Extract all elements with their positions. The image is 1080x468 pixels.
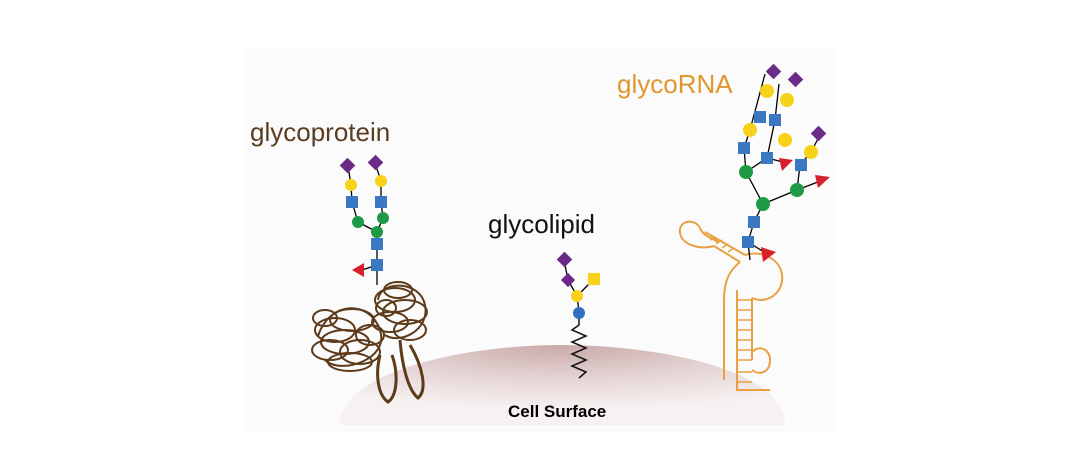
fucose-triangle-icon — [815, 175, 830, 188]
fucose-triangle-icon — [352, 263, 364, 277]
glcnac-square-icon — [738, 142, 750, 154]
galactose-circle-icon — [571, 290, 583, 302]
glycoprotein-structure — [311, 154, 428, 404]
glycorna-label: glycoRNA — [617, 69, 733, 99]
galactose-circle-icon — [375, 175, 387, 187]
sialic-acid-diamond-icon — [556, 251, 573, 268]
galactose-circle-icon — [804, 145, 818, 159]
rna-central-loop — [744, 252, 784, 301]
lipid-tail — [570, 318, 588, 379]
glucose-circle-icon — [573, 307, 585, 319]
glcnac-square-icon — [371, 238, 383, 250]
rna-loop-bottom — [751, 347, 772, 374]
cell-surface-label: Cell Surface — [508, 402, 607, 421]
protein-coil-right — [371, 281, 428, 341]
rna-stem-upper-right — [704, 231, 746, 256]
sialic-acid-diamond-icon — [367, 154, 384, 171]
mannose-circle-icon — [790, 183, 804, 197]
protein-coil-left — [311, 307, 385, 372]
galactose-circle-icon — [780, 93, 794, 107]
glcnac-square-icon — [742, 236, 754, 248]
rna-left-strand — [723, 261, 741, 380]
glcnac-square-icon — [371, 259, 383, 271]
mannose-circle-icon — [739, 165, 753, 179]
glycoprotein-label: glycoprotein — [250, 117, 391, 147]
mannose-circle-icon — [371, 226, 383, 238]
glycolipid-label: glycolipid — [488, 209, 595, 239]
glcnac-square-icon — [346, 196, 358, 208]
sialic-acid-diamond-icon — [560, 272, 576, 288]
sialic-acid-diamond-icon — [339, 157, 356, 174]
glcnac-square-icon — [795, 159, 807, 171]
galactose-square-icon — [588, 273, 600, 285]
galactose-circle-icon — [743, 123, 757, 137]
fucose-triangle-icon — [761, 247, 776, 262]
galactose-circle-icon — [760, 84, 774, 98]
cell-surface — [340, 345, 785, 425]
mannose-circle-icon — [377, 212, 389, 224]
glycorna-structure — [678, 63, 830, 391]
glcnac-square-icon — [754, 111, 766, 123]
mannose-circle-icon — [756, 197, 770, 211]
fucose-triangle-icon — [779, 158, 793, 171]
glcnac-square-icon — [761, 152, 773, 164]
galactose-circle-icon — [345, 179, 357, 191]
mannose-circle-icon — [352, 216, 364, 228]
sialic-acid-diamond-icon — [787, 71, 804, 88]
galactose-circle-icon — [778, 133, 792, 147]
sialic-acid-diamond-icon — [810, 125, 827, 142]
rna-stem-upper-left — [713, 245, 741, 263]
rna-loop-top — [678, 220, 719, 249]
sialic-acid-diamond-icon — [765, 63, 782, 80]
glcnac-square-icon — [769, 114, 781, 126]
rna-tail — [736, 358, 770, 391]
glycolipid-structure — [556, 251, 600, 379]
transmembrane-helix-a — [376, 354, 398, 404]
glcnac-square-icon — [375, 196, 387, 208]
transmembrane-helix-b — [398, 339, 425, 400]
glcnac-square-icon — [748, 216, 760, 228]
